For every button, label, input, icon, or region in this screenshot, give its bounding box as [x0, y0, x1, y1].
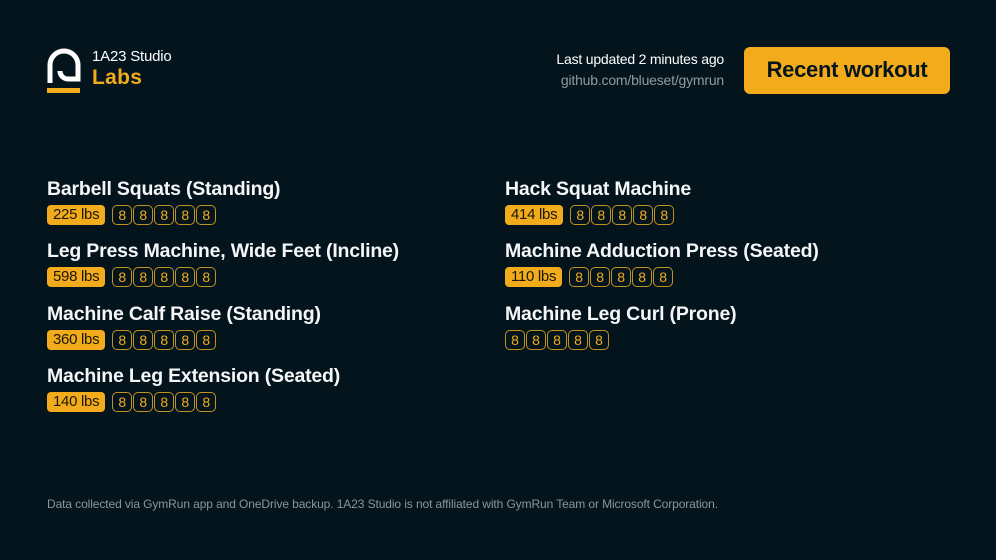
rep-count-chip: 8	[133, 267, 154, 288]
rep-count-chip: 8	[133, 329, 154, 350]
rep-count-chip: 8	[133, 391, 154, 412]
weight-badge: 140 lbs	[47, 391, 106, 412]
exercise-title: Machine Calf Raise (Standing)	[47, 302, 321, 325]
rep-count-chip: 8	[612, 205, 633, 225]
exercise-title: Machine Leg Extension (Seated)	[47, 364, 341, 387]
rep-count-chip: 8	[112, 205, 133, 225]
header: 1A23 Studio Labs Last updated 2 minutes …	[46, 44, 950, 96]
repo-link[interactable]: github.com/blueset/gymrun	[560, 72, 724, 88]
last-updated-text: Last updated 2 minutes ago	[556, 51, 724, 67]
weight-badge: 225 lbs	[47, 205, 106, 225]
rep-count-chip: 8	[154, 267, 175, 288]
rep-count-chip: 8	[112, 329, 133, 350]
weight-badge: 110 lbs	[505, 267, 563, 288]
exercise-item: Leg Press Machine, Wide Feet (Incline) 59…	[47, 238, 505, 300]
rep-count-chip: 8	[196, 391, 217, 412]
rep-count-chip: 8	[526, 329, 546, 350]
brand: 1A23 Studio Labs	[46, 46, 172, 94]
rep-count-chip: 8	[570, 205, 591, 225]
header-right: Last updated 2 minutes ago github.com/bl…	[556, 46, 950, 94]
rep-count-chip: 8	[112, 391, 133, 412]
arch-logo-icon	[46, 46, 82, 94]
rep-count-chip: 8	[133, 205, 154, 225]
rep-count-chip: 8	[568, 329, 588, 350]
exercise-title: Machine Adduction Press (Seated)	[505, 240, 819, 263]
exercise-title: Machine Leg Curl (Prone)	[505, 302, 737, 325]
rep-count-chip: 8	[175, 391, 196, 412]
rep-count-chip: 8	[154, 391, 175, 412]
rep-count-chip: 8	[175, 205, 196, 225]
product-name: Labs	[92, 66, 143, 89]
rep-count-chip: 8	[633, 205, 654, 225]
rep-count-chip: 8	[632, 267, 653, 288]
rep-count-chip: 8	[175, 329, 196, 350]
exercise-title: Hack Squat Machine	[505, 178, 692, 200]
rep-count-chip: 8	[591, 205, 612, 225]
rep-count-chip: 8	[196, 329, 217, 350]
rep-count-chip: 8	[196, 205, 217, 225]
rep-count-chip: 8	[590, 267, 611, 288]
rep-count-chip: 8	[589, 329, 609, 350]
exercise-title: Leg Press Machine, Wide Feet (Incline)	[47, 240, 399, 263]
rep-count-chip: 8	[505, 329, 525, 350]
rep-count-chip: 8	[154, 205, 175, 225]
update-meta: Last updated 2 minutes ago github.com/bl…	[556, 49, 724, 91]
rep-count-chip: 8	[611, 267, 632, 288]
weight-badge: 414 lbs	[505, 205, 564, 225]
rep-count-chip: 8	[154, 329, 175, 350]
exercise-title: Barbell Squats (Standing)	[47, 178, 281, 200]
recent-workout-button[interactable]: Recent workout	[744, 46, 950, 94]
exercise-item: Machine Adduction Press (Seated) 110 lbs 8…	[505, 238, 947, 300]
weight-badge: 360 lbs	[47, 329, 106, 350]
rep-count-chip: 8	[654, 205, 675, 225]
rep-count-chip: 8	[569, 267, 590, 288]
rep-count-chip: 8	[547, 329, 567, 350]
rep-count-chip: 8	[653, 267, 674, 288]
studio-name: 1A23 Studio	[92, 48, 172, 65]
rep-count-chip: 8	[196, 267, 217, 288]
footer-disclaimer: Data collected via GymRun app and OneDri…	[47, 497, 718, 511]
rep-count-chip: 8	[112, 267, 133, 288]
weight-badge: 598 lbs	[47, 267, 106, 288]
rep-count-chip: 8	[175, 267, 196, 288]
